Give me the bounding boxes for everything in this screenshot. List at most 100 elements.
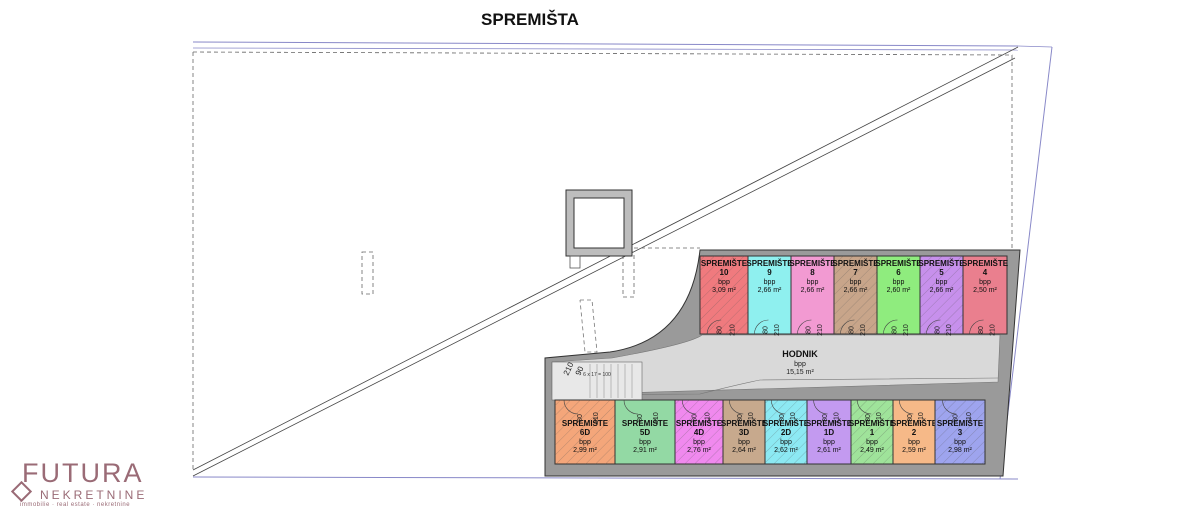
storage-num: 10 [720,268,729,277]
stair-approach [579,299,598,353]
door-height: 210 [593,412,600,424]
door-height: 210 [653,412,660,424]
corridor-floor [551,334,1001,396]
door-swing [942,399,957,415]
door-height: 210 [834,412,841,424]
door-swing [754,319,769,335]
door-swing [706,319,722,335]
storage-sub: bpp [866,439,878,446]
logo-name: FUTURA [22,458,144,488]
storage-area: 2,66 m² [758,287,782,294]
door-height: 210 [903,324,910,336]
storage-fill [790,255,835,335]
storage-hatch [834,256,877,334]
door-width: 80 [822,414,829,422]
door-width: 80 [779,414,786,422]
door-height: 210 [876,412,883,424]
storage-area: 2,64 m² [732,447,756,454]
storage-hatch [555,400,615,464]
corridor-area: 15,15 m² [786,369,814,376]
stair-label: 6 x 17 = 100 [583,372,611,378]
storage-sub: bpp [764,279,776,286]
corridor-label: HODNIK bpp 15,15 m² [782,349,818,376]
storage-name: SPREMIŠTE [875,259,922,268]
corridor-name: HODNIK [782,349,818,359]
storage-area: 2,99 m² [573,447,597,454]
storage-name: SPREMIŠTE [962,259,1009,268]
door-swing [729,399,744,415]
storage-name: SPREMIŠTE [789,259,836,268]
door-width: 80 [848,326,855,334]
door-width: 80 [891,326,898,334]
door-width: 80 [577,414,584,422]
storage-num: 4 [983,268,988,277]
storage-sub: bpp [823,439,835,446]
door-height: 210 [860,324,867,336]
shaft [565,189,633,269]
storage-area: 2,49 m² [860,447,884,454]
storage-num: 6D [580,428,590,437]
storage-num: 1D [824,428,834,437]
storage-area: 2,50 m² [973,287,997,294]
storage-hatch [675,400,723,464]
stair-dim-b: 90 [574,364,586,376]
storage-sub: bpp [908,439,920,446]
storage-name: SPREMIŠTE [622,419,669,428]
storage-hatch [700,256,748,334]
storage-name: SPREMIŠTE [562,419,609,428]
door-height: 210 [817,324,824,336]
storage-sub: bpp [807,279,819,286]
door-height: 210 [774,324,781,336]
storage-area: 2,98 m² [948,447,972,454]
storage-area: 2,60 m² [887,287,911,294]
storage-sub: bpp [979,279,991,286]
storage-sub: bpp [718,279,730,286]
storage-name: SPREMIŠTE [763,419,810,428]
door-swing [681,399,697,415]
storage-num: 5D [640,428,650,437]
storage-num: 4D [694,428,704,437]
storage-name: SPREMIŠTE [937,419,984,428]
stairs: 6 x 17 = 100 210 90 [551,360,643,401]
door-width: 80 [934,326,941,334]
door-height: 210 [790,412,797,424]
storage-sub: bpp [850,279,862,286]
storage-name: SPREMIŠTE [676,419,723,428]
door-width: 80 [865,414,872,422]
storage-area: 2,76 m² [687,447,711,454]
door-width: 80 [692,414,699,422]
storage-num: 3 [958,428,963,437]
storage-num: 6 [896,268,901,277]
site-outline [192,41,1053,480]
storage-sub: bpp [579,439,591,446]
storage-sub: bpp [780,439,792,446]
storage-area: 2,66 m² [844,287,868,294]
storage-num: 5 [939,268,944,277]
storage-fill [962,255,1008,335]
door-swing [563,399,579,415]
storage-name: SPREMIŠTE [918,259,965,268]
door-swing [771,399,786,415]
storage-hatch [765,400,807,464]
storage-hatch [935,400,985,464]
door-height: 210 [730,324,737,336]
door-width: 80 [717,326,724,334]
storage-name: SPREMIŠTE [701,259,748,268]
door-width: 80 [978,326,985,334]
plan-title: SPREMIŠTA [481,10,579,29]
storage-name: SPREMIŠTE [849,419,896,428]
storage-num: 2 [912,428,917,437]
door-height: 210 [748,412,755,424]
door-height: 210 [966,412,973,424]
